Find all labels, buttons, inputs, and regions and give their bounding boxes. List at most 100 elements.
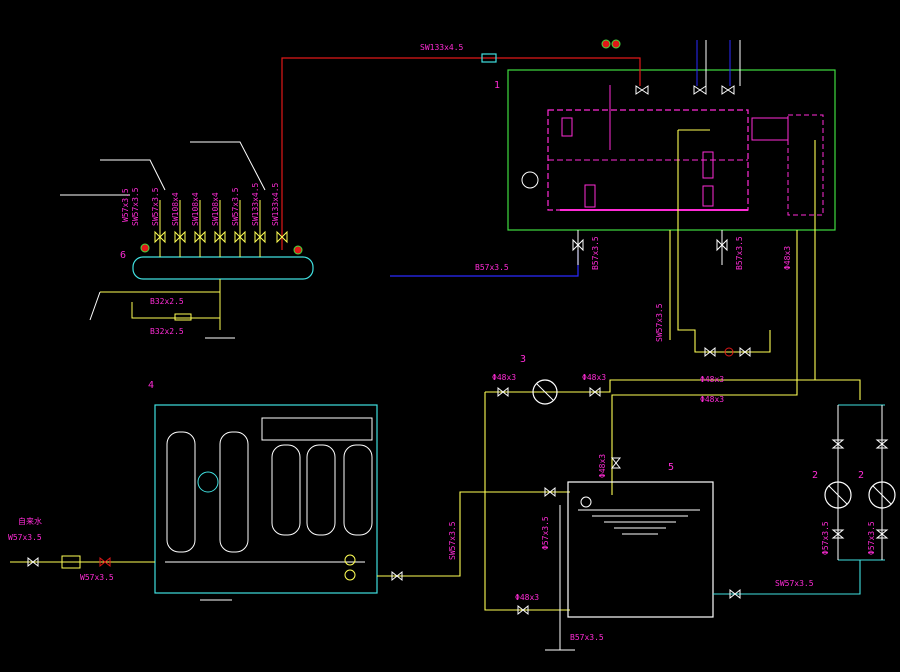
water-treatment-unit: 4: [148, 380, 378, 601]
valve-icon: [194, 230, 206, 244]
economizer: [787, 114, 824, 216]
flue-connector: [751, 117, 789, 141]
label-manifold-4: SW108x4: [191, 192, 200, 226]
feed-pumps: 2 2 Φ57x3.5 Φ57x3.5: [812, 404, 896, 561]
feed-water-line: 自来水 W57x3.5 W57x3.5: [8, 491, 570, 582]
pressure-gauge-icon: [611, 39, 621, 49]
label-manifold-5: SW108x4: [211, 192, 220, 226]
valve-icon: [517, 604, 529, 616]
label-tank-left: SW57x3.5: [448, 521, 457, 560]
steam-main-pipe: [281, 57, 641, 250]
label-drain-1: B32x2.5: [150, 297, 184, 306]
water-pipe: [677, 130, 771, 353]
pump-icon: [824, 481, 852, 509]
softener-tank-2: [219, 431, 249, 553]
pressure-gauge-icon: [140, 243, 150, 253]
gauge-block-2: [584, 184, 596, 208]
valve-icon: [610, 457, 622, 469]
water-pipe: [484, 392, 570, 611]
expansion-joint: [481, 53, 497, 63]
label-item-3: 3: [520, 354, 526, 365]
leader-line: [100, 159, 166, 191]
label-feed-in-2: W57x3.5: [80, 573, 114, 582]
filter-tank-1: [271, 444, 301, 536]
label-drain-2: B32x2.5: [150, 327, 184, 336]
valve-icon: [589, 386, 601, 398]
label-item-2b: 2: [858, 470, 864, 481]
label-manifold-2: SW57x3.5: [151, 187, 160, 226]
valve-icon: [544, 486, 556, 498]
gauge-block-4: [702, 185, 714, 207]
filter-tank-2: [306, 444, 336, 536]
label-pump-b: Φ57x3.5: [867, 521, 876, 555]
label-blowdown: B57x3.5: [475, 263, 509, 272]
flow-meter-icon: [344, 554, 356, 566]
label-item-1: 1: [494, 80, 500, 91]
valve-icon: [214, 230, 226, 244]
leader-lines: [60, 141, 266, 321]
label-left-header: W57x3.5: [121, 188, 130, 222]
label-item-4: 4: [148, 380, 154, 391]
valve-icon: [831, 439, 845, 449]
float-icon: [580, 496, 592, 508]
boiler-top-valves: [635, 40, 741, 95]
valve-icon: [739, 346, 751, 358]
outlet-pipe: [713, 560, 861, 595]
valve-icon: [254, 230, 266, 244]
steam-line: [281, 53, 641, 250]
label-tank-inner: Φ57x3.5: [541, 516, 550, 550]
treatment-frame: [154, 404, 378, 594]
valve-icon: [704, 346, 716, 358]
label-top-steam: SW133x4.5: [420, 43, 464, 52]
valve-icon: [875, 439, 889, 449]
valve-icon: [635, 85, 649, 95]
valve-icon: [572, 238, 584, 252]
label-manifold-3: SW108x4: [171, 192, 180, 226]
valve-icon: [497, 386, 509, 398]
valve-icon: [875, 529, 889, 539]
valve-icon: [154, 230, 166, 244]
label-item-5: 5: [668, 462, 674, 473]
label-item-2a: 2: [812, 470, 818, 481]
valve-icon: [729, 588, 741, 600]
label-tank-bottom: Φ48x3: [515, 593, 539, 602]
label-outlet-1: B57x3.5: [591, 236, 600, 270]
label-tank-drain: B57x3.5: [570, 633, 604, 642]
pump-icon-slash: [872, 485, 892, 505]
valve-icon: [276, 230, 288, 244]
valve-icon: [391, 570, 403, 582]
burner-icon: [521, 171, 539, 189]
tank-outlet-line: SW57x3.5: [713, 560, 861, 600]
valve-icon: [174, 230, 186, 244]
label-outlet-2: B57x3.5: [735, 236, 744, 270]
valve-icon: [99, 556, 111, 568]
boiler-frame: [507, 69, 836, 231]
boiler-bottom-outlets: [572, 230, 728, 265]
valve-icon: [27, 556, 39, 568]
gauge-block-1: [561, 117, 573, 137]
label-pump-line-2: Φ48x3: [582, 373, 606, 382]
label-supply: SW57x3.5: [655, 303, 664, 342]
pump-icon-slash: [828, 485, 848, 505]
steam-manifold: 6 B32x2.5 B32x2.5: [100, 200, 314, 339]
label-manifold-7: SW133x4.5: [251, 182, 260, 226]
valve-icon: [234, 230, 246, 244]
control-valve-group: [704, 346, 751, 358]
boiler-unit: 1: [494, 69, 836, 231]
flow-meter-icon: [344, 569, 356, 581]
valve-icon: [716, 238, 728, 252]
label-manifold-8: SW133x4.5: [271, 182, 280, 226]
treated-water-pipe: [377, 491, 570, 577]
water-circuit: [484, 130, 861, 611]
label-feed-source: 自来水: [18, 516, 42, 526]
valve-icon: [693, 85, 707, 95]
label-right-pipe: Φ48x3: [783, 246, 792, 270]
manifold-labels: SW57x3.5 SW57x3.5 SW108x4 SW108x4 SW108x…: [131, 182, 280, 226]
label-manifold-6: SW57x3.5: [231, 187, 240, 226]
pressure-gauge-icon: [293, 245, 303, 255]
label-feed-in-1: W57x3.5: [8, 533, 42, 542]
leader-line: [89, 291, 101, 321]
label-manifold-1: SW57x3.5: [131, 187, 140, 226]
